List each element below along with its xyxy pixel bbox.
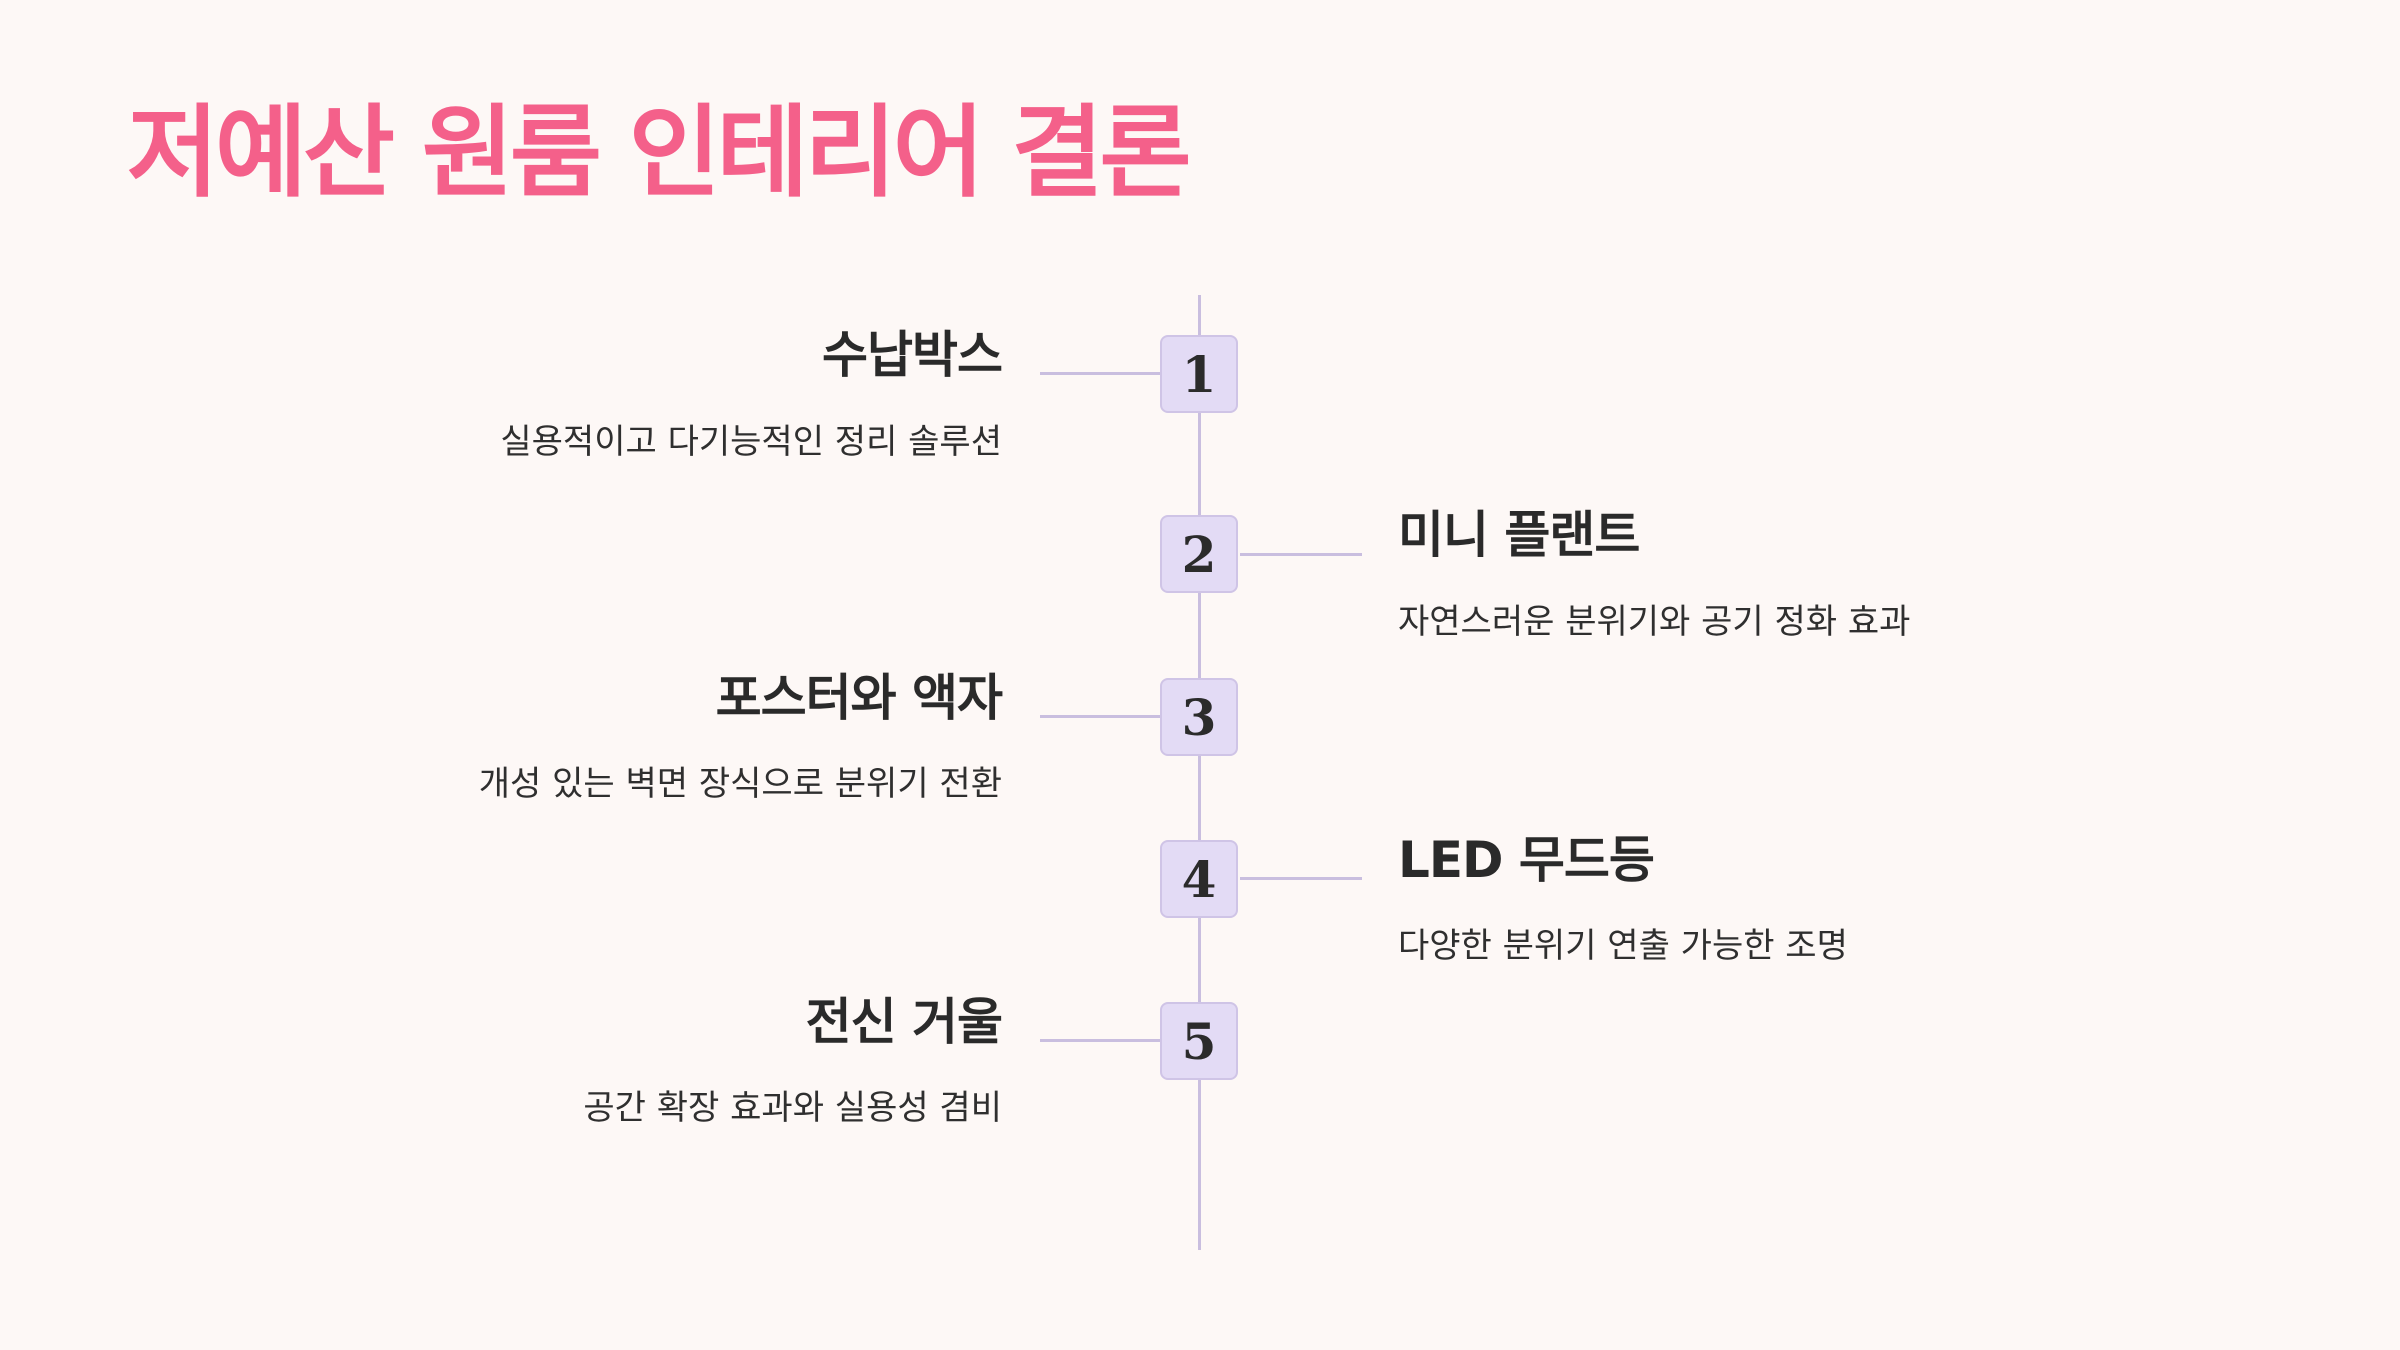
timeline-line [1198,295,1201,1250]
step-4-description: 다양한 분위기 연출 가능한 조명 [1398,926,1848,966]
step-2-box: 2 [1160,515,1238,593]
step-5-box: 5 [1160,1002,1238,1080]
step-1-description: 실용적이고 다기능적인 정리 솔루션 [500,422,1002,462]
step-2-description: 자연스러운 분위기와 공기 정화 효과 [1398,602,1911,642]
connector-3 [1040,715,1162,718]
step-4-box: 4 [1160,840,1238,918]
step-1-box: 1 [1160,335,1238,413]
step-3-box: 3 [1160,678,1238,756]
step-5-title: 전신 거울 [805,993,1003,1051]
step-5-description: 공간 확장 효과와 실용성 겸비 [583,1088,1002,1128]
step-2-title: 미니 플랜트 [1398,506,1640,564]
connector-1 [1040,372,1162,375]
step-3-description: 개성 있는 벽면 장식으로 분위기 전환 [478,764,1002,804]
connector-4 [1240,877,1362,880]
step-3-title: 포스터와 액자 [715,669,1003,727]
page-title: 저예산 원룸 인테리어 결론 [127,94,1191,211]
step-1-title: 수납박스 [822,326,1003,384]
connector-2 [1240,553,1362,556]
step-4-title: LED 무드등 [1398,831,1655,889]
connector-5 [1040,1039,1162,1042]
